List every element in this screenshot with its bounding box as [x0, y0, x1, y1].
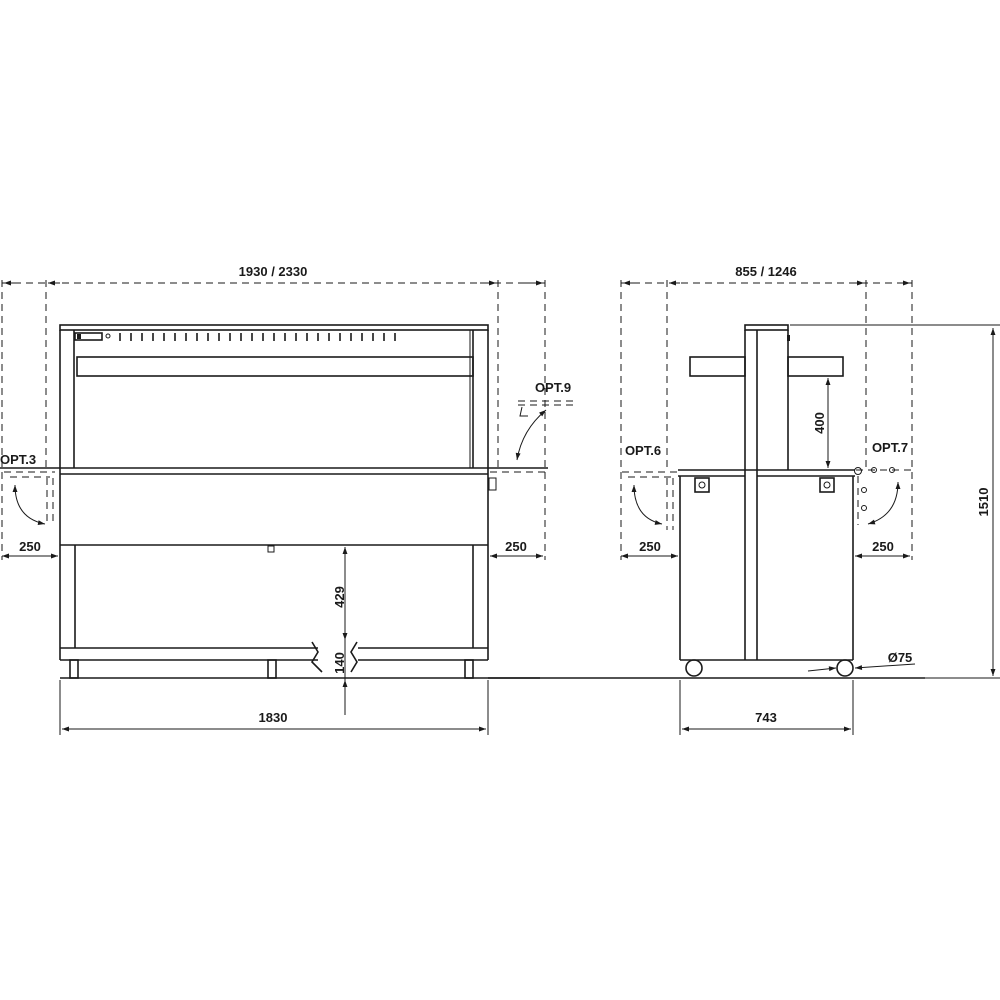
front-base-height-label: 140 — [332, 652, 347, 674]
side-view: 855 / 1246 400 1510 — [488, 264, 1000, 735]
side-base-depth-label: 743 — [755, 710, 777, 725]
side-overall-height-label: 1510 — [976, 488, 991, 517]
side-overall-depth-label: 855 / 1246 — [735, 264, 796, 279]
front-view: 1930 / 2330 — [0, 264, 578, 735]
front-right-shelf-label: 250 — [505, 539, 527, 554]
front-left-shelf-label: 250 — [19, 539, 41, 554]
opt3-label: OPT.3 — [0, 452, 36, 467]
front-overall-width-label: 1930 / 2330 — [239, 264, 308, 279]
front-leg-height-label: 429 — [332, 586, 347, 608]
opt6-label: OPT.6 — [625, 443, 661, 458]
side-gantry-height-label: 400 — [812, 412, 827, 434]
front-base-width-label: 1830 — [259, 710, 288, 725]
side-right-shelf-label: 250 — [872, 539, 894, 554]
vent-slots — [119, 333, 396, 341]
opt7-label: OPT.7 — [872, 440, 908, 455]
opt9-label: OPT.9 — [535, 380, 571, 395]
wheel-diameter-label: Ø75 — [888, 650, 913, 665]
side-left-shelf-label: 250 — [639, 539, 661, 554]
